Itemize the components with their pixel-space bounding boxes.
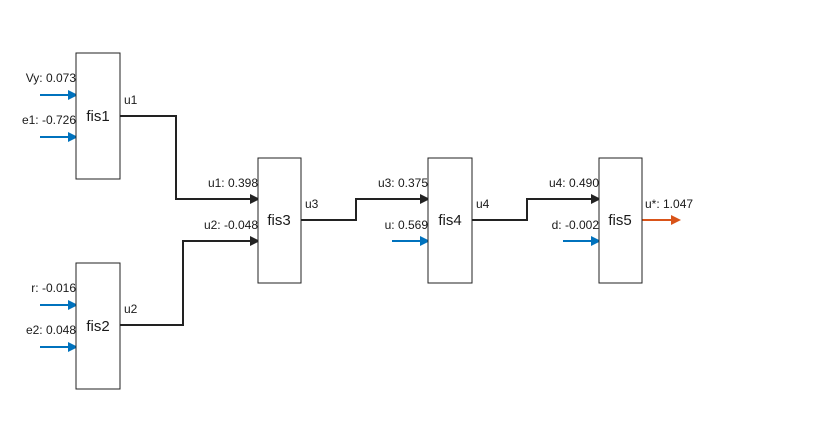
wire-u2 <box>120 236 260 326</box>
wire-u3 <box>301 194 430 221</box>
fis3-input1-label: u1: 0.398 <box>208 176 258 190</box>
block-fis4: fis4 u3: 0.375 u: 0.569 u4 <box>378 157 490 284</box>
fis2-output-label: u2 <box>124 302 138 316</box>
fis3-box <box>257 157 302 284</box>
fis3-title: fis3 <box>267 212 290 229</box>
fis4-output-label: u4 <box>476 197 490 211</box>
fis1-title: fis1 <box>86 108 109 125</box>
fis5-input1-label: u4: 0.490 <box>549 176 599 190</box>
fis4-box <box>427 157 473 284</box>
fis4-input2-label: u: 0.569 <box>385 218 429 232</box>
block-fis3: fis3 u1: 0.398 u2: -0.048 u3 <box>204 157 319 284</box>
fis2-title: fis2 <box>86 318 109 335</box>
wire-u1 <box>120 115 260 204</box>
fis2-box <box>75 262 121 390</box>
fis1-input2-label: e1: -0.726 <box>22 113 76 127</box>
fis4-title: fis4 <box>438 212 461 229</box>
block-fis5: fis5 u4: 0.490 d: -0.002 u*: 1.047 <box>549 157 693 284</box>
fis5-box <box>598 157 643 284</box>
fis1-output-label: u1 <box>124 93 138 107</box>
block-fis2: fis2 r: -0.016 e2: 0.048 u2 <box>26 262 138 390</box>
fis2-input2-label: e2: 0.048 <box>26 323 76 337</box>
wire-u4 <box>472 194 601 221</box>
block-fis1: fis1 Vy: 0.073 e1: -0.726 u1 <box>22 52 138 180</box>
fis2-input1-label: r: -0.016 <box>31 281 76 295</box>
fis3-output-label: u3 <box>305 197 319 211</box>
fis1-input1-label: Vy: 0.073 <box>26 71 77 85</box>
fis5-title: fis5 <box>608 212 631 229</box>
fis5-input2-label: d: -0.002 <box>552 218 600 232</box>
fis3-input2-label: u2: -0.048 <box>204 218 258 232</box>
fis1-box <box>75 52 121 180</box>
fis4-input1-label: u3: 0.375 <box>378 176 428 190</box>
fis5-output-label: u*: 1.047 <box>645 197 693 211</box>
